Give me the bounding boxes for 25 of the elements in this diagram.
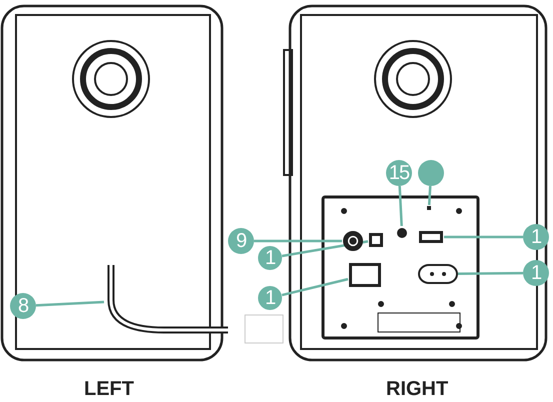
leader-line — [282, 278, 348, 296]
callout-number: 1 — [523, 224, 549, 250]
rocker-switch — [348, 262, 382, 288]
audio-jack — [342, 230, 364, 252]
callout-number: 1 — [523, 260, 549, 286]
leader-line — [254, 240, 342, 242]
view-label: RIGHT — [386, 378, 448, 401]
power-socket — [418, 264, 458, 284]
callout-number: 9 — [228, 228, 254, 254]
leader-line — [282, 240, 368, 258]
view-label: LEFT — [84, 378, 134, 401]
callout-number: 8 — [10, 293, 36, 319]
callout-circle — [418, 160, 444, 186]
indicator-mark — [426, 205, 432, 211]
optical-port — [368, 232, 384, 248]
leader-line — [444, 236, 523, 238]
callout-number: 15 — [386, 160, 412, 186]
usb-port — [418, 230, 444, 244]
callout-number: 1 — [258, 286, 282, 310]
leader-line — [428, 186, 432, 206]
leader-line — [398, 186, 403, 226]
aux-jack — [396, 226, 408, 240]
leader-line — [36, 300, 104, 307]
leader-line — [458, 272, 524, 276]
callout-number: 1 — [258, 246, 282, 270]
